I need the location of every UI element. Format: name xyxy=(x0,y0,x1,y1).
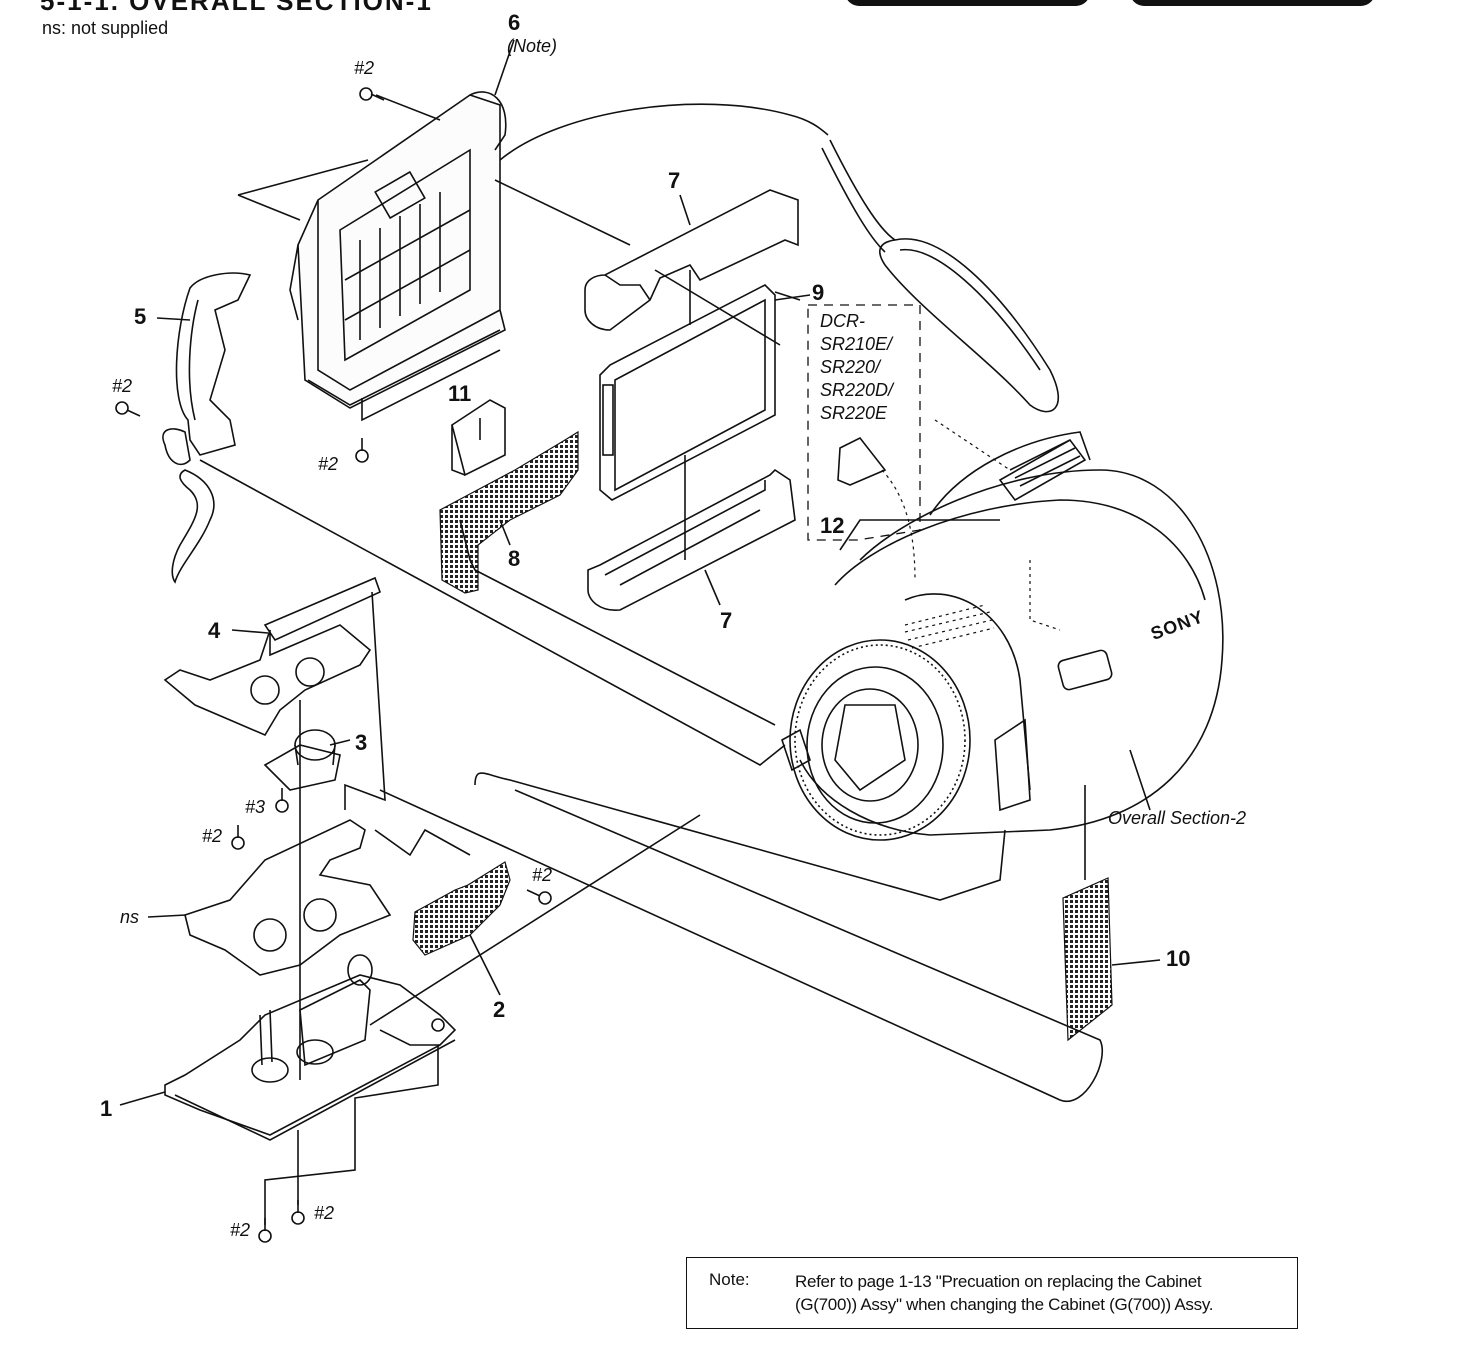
part-number-6: 6 xyxy=(508,10,521,35)
screw-label-left: #2 xyxy=(112,376,133,396)
part-number-2: 2 xyxy=(493,997,506,1022)
note-text: Refer to page 1-13 "Precuation on replac… xyxy=(795,1270,1214,1316)
part-number-7-top: 7 xyxy=(668,168,681,193)
part-number-8: 8 xyxy=(508,546,521,571)
bracket-4 xyxy=(163,576,382,737)
note-label: Note: xyxy=(709,1270,750,1289)
screw-label-mid: #2 xyxy=(318,454,339,474)
leader-lines xyxy=(119,39,1161,1225)
sd-card xyxy=(837,436,887,486)
flex-cable-2 xyxy=(412,861,511,956)
part-number-4: 4 xyxy=(208,618,221,643)
lcd-top-frame xyxy=(584,189,799,331)
note-line-1: Refer to page 1-13 "Precuation on replac… xyxy=(795,1272,1202,1291)
speaker-grille xyxy=(904,604,995,649)
model-list: DCR- SR210E/ SR220/ SR220D/ SR220E xyxy=(820,311,894,423)
part-number-3: 3 xyxy=(355,730,368,755)
screw-label-bottom-a: #2 xyxy=(230,1220,251,1240)
lcd-hinge-frame xyxy=(289,91,507,409)
part-number-10: 10 xyxy=(1166,946,1191,971)
camera-body xyxy=(781,139,1224,841)
header-tab-right xyxy=(1130,0,1375,6)
camera-lens xyxy=(789,639,971,841)
note-line-2: (G(700)) Assy" when changing the Cabinet… xyxy=(795,1295,1214,1314)
note-box: Note: Refer to page 1-13 "Precuation on … xyxy=(686,1257,1298,1329)
part-number-12: 12 xyxy=(820,513,845,538)
lcd-panel xyxy=(599,284,776,501)
screw-label-bottom-b: #2 xyxy=(314,1203,335,1223)
part-number-11: 11 xyxy=(448,381,472,406)
part-number-7-bottom: 7 xyxy=(720,608,733,633)
flex-cable-10 xyxy=(1062,877,1113,1042)
flex-cable-8 xyxy=(439,430,579,594)
section-title: 5-1-1. OVERALL SECTION-1 xyxy=(40,0,433,16)
side-cover xyxy=(162,272,252,584)
screw-label-3: #3 xyxy=(245,797,266,817)
screw-label-lower-left: #2 xyxy=(202,826,223,846)
motor-3 xyxy=(263,729,341,791)
not-supplied-marker: ns xyxy=(120,907,140,927)
overall-section-2-caption: Overall Section-2 xyxy=(1108,808,1247,828)
screw-label-right: #2 xyxy=(532,865,553,885)
part-number-9: 9 xyxy=(812,280,825,305)
lcd-bottom-frame xyxy=(587,468,796,611)
part-number-1: 1 xyxy=(100,1096,113,1121)
screw-label-top: #2 xyxy=(354,58,375,78)
part-number-5: 5 xyxy=(134,304,147,329)
plate-ns xyxy=(184,819,392,976)
label-sheet xyxy=(451,399,506,477)
assembly-lines xyxy=(199,103,1103,1103)
base-plate-1 xyxy=(164,954,457,1141)
part-6-note: (Note) xyxy=(507,36,558,56)
header-tab-left xyxy=(845,0,1090,6)
legend-not-supplied: ns: not supplied xyxy=(42,18,169,38)
